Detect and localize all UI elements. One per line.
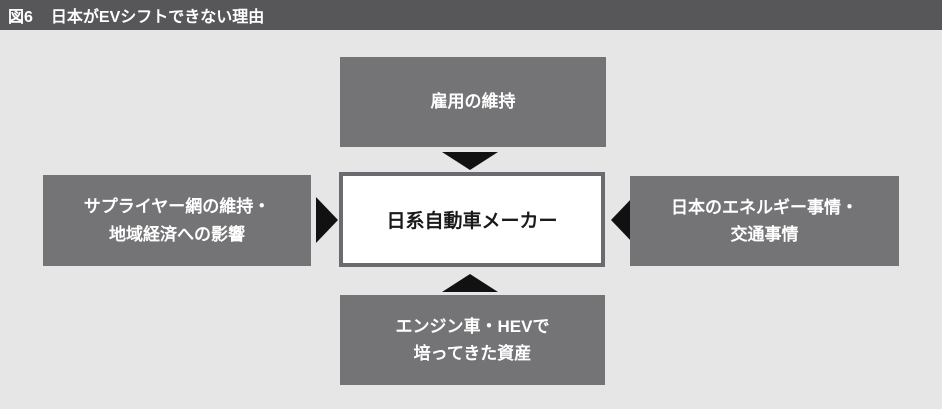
reason-box-energy-line2: 交通事情 [730, 225, 799, 244]
figure-title: 日本がEVシフトできない理由 [50, 9, 265, 26]
figure-number: 図6 [8, 9, 33, 26]
arrow-up-icon [442, 274, 498, 292]
arrow-right-icon [316, 197, 338, 243]
reason-box-supplier-line2: 地域経済への影響 [109, 224, 245, 244]
reason-box-employment-label: 雇用の維持 [430, 92, 516, 112]
reason-box-engine-hev-assets: エンジン車・HEVで 培ってきた資産 [340, 295, 605, 385]
reason-box-assets-line1: エンジン車・HEVで [395, 316, 550, 336]
arrow-down-icon [442, 152, 498, 170]
reason-box-supplier-line1: サプライヤー網の維持・ [83, 197, 271, 217]
reason-box-energy-traffic: 日本のエネルギー事情・ 交通事情 [630, 176, 899, 266]
center-box-automakers: 日系自動車メーカー [339, 172, 605, 267]
figure-title-bar: 図6 日本がEVシフトできない理由 [0, 0, 942, 30]
reason-box-assets-line2: 培ってきた資産 [413, 344, 532, 363]
reason-box-employment: 雇用の維持 [340, 57, 606, 147]
reason-box-supplier-network: サプライヤー網の維持・ 地域経済への影響 [43, 175, 311, 266]
center-box-label: 日系自動車メーカー [386, 211, 558, 232]
reason-box-energy-line1: 日本のエネルギー事情・ [671, 197, 858, 217]
arrow-left-icon [611, 197, 633, 243]
